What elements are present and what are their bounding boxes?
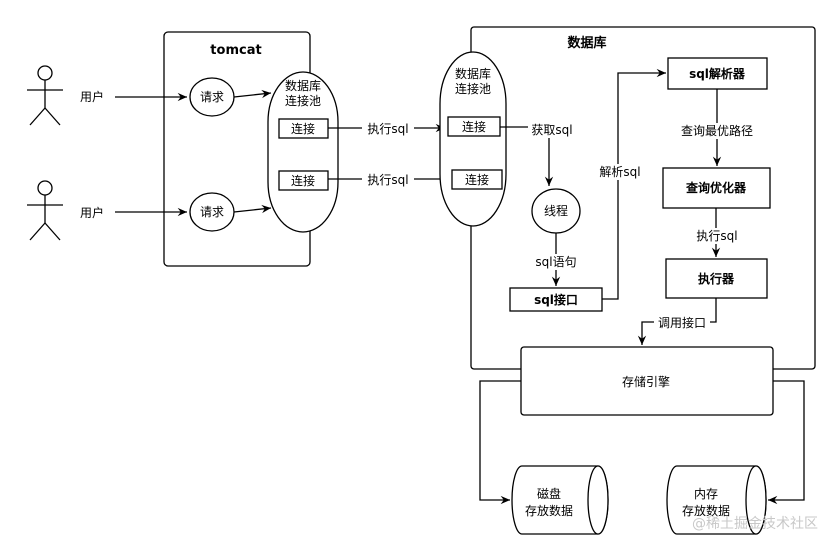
executor-box bbox=[665, 258, 768, 299]
parse-sql-arrow bbox=[602, 68, 666, 300]
app-pool-title-2: 连接池 bbox=[285, 93, 321, 108]
memory-label-1: 内存 bbox=[694, 487, 718, 501]
sql-interface-label: sql接口 bbox=[534, 292, 578, 307]
best-path-label-bg bbox=[676, 123, 758, 139]
optimizer-label: 查询优化器 bbox=[685, 180, 747, 195]
sql-parser-box bbox=[667, 57, 768, 90]
exec-sql-label-3: 执行sql bbox=[696, 229, 737, 243]
engine-to-disk-arrow bbox=[479, 380, 521, 505]
db-pool-title-2: 连接池 bbox=[455, 81, 491, 96]
call-interface-label-bg bbox=[654, 314, 710, 330]
exec-sql-label-bg-2 bbox=[362, 171, 414, 187]
exec-sql-label-2: 执行sql bbox=[367, 173, 408, 187]
memory-cylinder bbox=[666, 465, 767, 535]
sql-statement-label: sql语句 bbox=[535, 255, 576, 269]
app-pool-connection-2 bbox=[278, 170, 329, 191]
app-pool-title-1: 数据库 bbox=[285, 78, 321, 93]
parse-sql-label: 解析sql bbox=[599, 165, 640, 179]
db-pool-connection-label-2: 连接 bbox=[465, 172, 489, 187]
exec-sql-label-bg-1 bbox=[362, 120, 414, 136]
user-actor-2 bbox=[27, 180, 63, 241]
executor-label: 执行器 bbox=[698, 271, 735, 286]
exec-sql-label-1: 执行sql bbox=[367, 122, 408, 136]
user-label-1: 用户 bbox=[80, 89, 104, 104]
app-pool-connection-label-1: 连接 bbox=[291, 121, 315, 136]
database-title: 数据库 bbox=[567, 35, 606, 51]
user-actor-1 bbox=[27, 65, 63, 126]
request-label-2: 请求 bbox=[200, 205, 224, 219]
engine-to-memory-arrow bbox=[768, 380, 805, 505]
disk-label-2: 存放数据 bbox=[525, 503, 573, 518]
app-connection-pool bbox=[267, 71, 339, 233]
thread-label: 线程 bbox=[544, 203, 568, 218]
request-to-pool-arrow-1 bbox=[233, 89, 272, 99]
disk-label-1: 磁盘 bbox=[537, 486, 561, 501]
watermark: @稀土掘金技术社区 bbox=[692, 516, 818, 532]
db-pool-title-1: 数据库 bbox=[455, 66, 491, 81]
tomcat-title: tomcat bbox=[210, 43, 261, 58]
memory-label-2: 存放数据 bbox=[682, 503, 730, 518]
sql-statement-label-bg bbox=[532, 254, 580, 270]
disk-cylinder bbox=[511, 465, 609, 535]
sql-parser-label: sql解析器 bbox=[689, 66, 746, 81]
db-pool-connection-2 bbox=[451, 169, 503, 190]
optimizer-box bbox=[662, 167, 771, 209]
request-to-pool-arrow-2 bbox=[233, 204, 272, 214]
best-path-label: 查询最优路径 bbox=[681, 123, 753, 138]
storage-engine-label: 存储引擎 bbox=[622, 374, 670, 389]
parse-sql-label-bg bbox=[596, 164, 644, 180]
app-pool-connection-label-2: 连接 bbox=[291, 173, 315, 188]
fetch-sql-label-bg bbox=[528, 122, 576, 138]
request-label-1: 请求 bbox=[200, 90, 224, 104]
fetch-sql-label: 获取sql bbox=[531, 123, 572, 137]
user-label-2: 用户 bbox=[80, 205, 104, 220]
db-pool-connection-label-1: 连接 bbox=[462, 119, 486, 134]
exec-sql-label-bg-3 bbox=[692, 228, 742, 244]
call-interface-label: 调用接口 bbox=[658, 315, 706, 330]
